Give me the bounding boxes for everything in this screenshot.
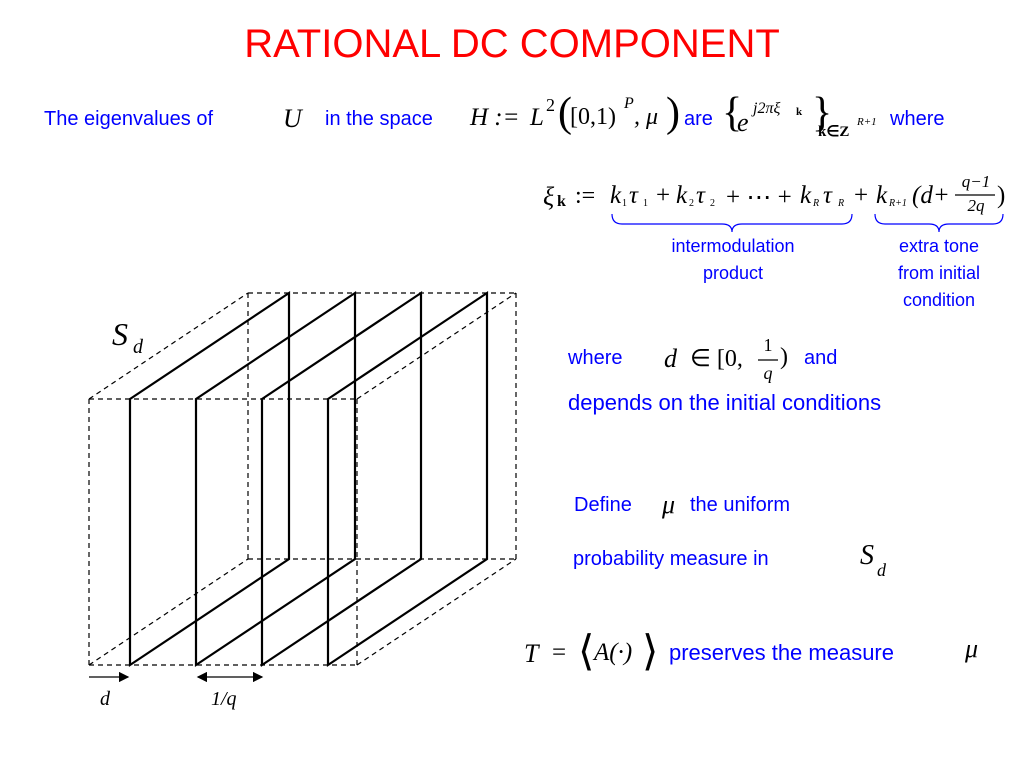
brace-close: } (812, 90, 833, 136)
diagram-d-label: d (100, 688, 110, 710)
where-and: and (804, 347, 838, 369)
diagram-s-sub: d (133, 336, 143, 358)
slide-title: RATIONAL DC COMPONENT (244, 22, 780, 66)
eigen-text-3: are (684, 108, 713, 130)
eigen-text-2: in the space (325, 108, 433, 130)
underbrace-extra (874, 213, 1004, 233)
preserve-a: A(·) (594, 639, 633, 666)
tau1: τ (629, 182, 638, 209)
define-rest: the uniform (690, 494, 791, 516)
kR-sub: R (813, 198, 820, 209)
kR: k (800, 182, 812, 209)
where-close: ) (780, 344, 788, 370)
kR1: k (876, 182, 888, 209)
tauR-sub: R (838, 198, 845, 209)
where-label: where (568, 347, 623, 369)
plus-1: + (656, 182, 671, 209)
slice-plane-1 (128, 290, 291, 668)
set-index-sup: R+1 (857, 116, 877, 128)
tau1-sub: 1 (643, 198, 648, 209)
preserve-mu: μ (965, 634, 979, 663)
xi-sub: k (557, 193, 566, 210)
d-part: (d+ (912, 182, 950, 209)
k1-sub: 1 (622, 198, 627, 209)
annotation-extra-2: from initial (897, 263, 981, 283)
measure-mu: , μ (634, 104, 659, 130)
paren-close: ) (666, 90, 680, 136)
annotation-intermod-1: intermodulation (671, 236, 795, 256)
annotation-intermod-2: product (702, 263, 764, 283)
exp-base: e (737, 108, 749, 137)
annotation-extra-1: extra tone (898, 236, 980, 256)
angle-close: ⟩ (642, 629, 659, 675)
slice-plane-3 (260, 290, 423, 668)
preserve-t: T (524, 639, 539, 668)
kR1-sub: R+1 (889, 198, 907, 209)
preserve-eq: = (552, 639, 567, 666)
where-depends: depends on the initial conditions (568, 390, 882, 415)
diagram-q-label: 1/q (211, 688, 237, 710)
assign: := (575, 183, 596, 209)
underbraces (611, 213, 1004, 233)
define-s-sub: d (877, 560, 886, 580)
k1: k (610, 182, 622, 209)
space-h: H := (470, 104, 520, 131)
define-line2: probability measure in (573, 548, 769, 570)
tau2: τ (696, 182, 705, 209)
plus-2: + (854, 182, 869, 209)
exp-power: j2πξ (753, 100, 781, 117)
tauR: τ (823, 182, 832, 209)
where-frac-num: 1 (763, 335, 773, 355)
underbrace-intermod (611, 213, 853, 233)
exp-power-sub: k (796, 106, 803, 118)
xi-symbol: ξ (543, 182, 555, 211)
frac-denominator: 2q (967, 196, 985, 215)
slice-planes (128, 290, 489, 668)
slice-plane-2 (194, 290, 357, 668)
interval: [0,1) (570, 104, 616, 130)
annotation-extra-3: condition (902, 290, 976, 310)
diagram-s-label: S (112, 316, 128, 352)
preserve-text: preserves the measure (669, 640, 894, 665)
where-d: d (664, 344, 677, 373)
dots: + ⋯ + (726, 184, 792, 211)
operator-u: U (283, 104, 302, 133)
eigen-text-1: The eigenvalues of (44, 108, 214, 130)
define-mu: μ (662, 490, 676, 519)
brace-open: { (722, 90, 743, 136)
k2-sub: 2 (689, 198, 694, 209)
where-frac-den: q (763, 363, 773, 383)
set-index: k∈Z (818, 124, 850, 140)
box-outline (88, 292, 517, 666)
frac-numerator: q−1 (961, 172, 991, 191)
formula-close: ) (997, 182, 1006, 209)
define-s: S (860, 540, 874, 571)
where-interval: ∈ [0, (690, 346, 743, 372)
space-l-sup: 2 (546, 95, 555, 115)
k2: k (676, 182, 688, 209)
paren-open: ( (558, 90, 572, 136)
eigen-text-4: where (890, 108, 945, 130)
interval-sup: P (624, 95, 634, 112)
space-l: L (530, 104, 544, 131)
define-label: Define (574, 494, 632, 516)
angle-open: ⟨ (578, 629, 595, 675)
tau2-sub: 2 (710, 198, 715, 209)
slice-plane-4 (326, 290, 489, 668)
